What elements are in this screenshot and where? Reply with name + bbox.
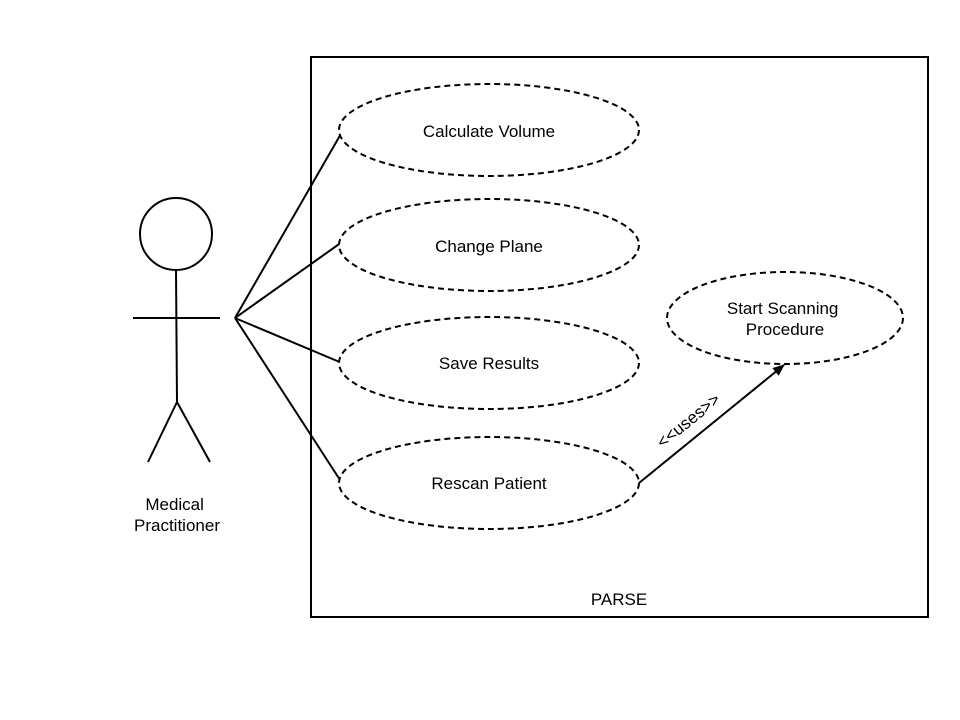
use-case-start-scanning — [666, 271, 904, 365]
uses-arrow — [638, 364, 785, 484]
actor-label: Medical Practitioner — [134, 495, 220, 535]
association-save-results — [234, 317, 343, 364]
actor-medical-practitioner — [133, 197, 220, 463]
system-name: PARSE — [591, 590, 647, 609]
actor-left-leg — [147, 401, 178, 463]
actor-head — [139, 197, 213, 271]
use-case-save-results-label: Save Results — [439, 354, 539, 373]
use-case-change-plane-label: Change Plane — [435, 237, 543, 256]
actor-body — [175, 269, 178, 403]
use-case-calculate-volume-label: Calculate Volume — [423, 122, 555, 141]
actor-right-leg — [176, 401, 211, 463]
system-boundary — [310, 56, 929, 618]
actor-label-line2: Practitioner — [134, 516, 220, 535]
association-change-plane — [234, 241, 343, 319]
association-calculate-volume — [234, 131, 343, 319]
use-case-start-scanning-line1: Start Scanning — [727, 299, 839, 318]
use-case-save-results — [338, 316, 640, 410]
use-case-start-scanning-line2: Procedure — [746, 320, 824, 339]
use-case-change-plane — [338, 198, 640, 292]
use-case-start-scanning-label: Start Scanning Procedure — [727, 299, 843, 339]
actor-label-line1: Medical — [145, 495, 204, 514]
association-rescan-patient — [234, 317, 343, 484]
use-case-rescan-patient-label: Rescan Patient — [431, 474, 547, 493]
use-case-calculate-volume — [338, 83, 640, 177]
